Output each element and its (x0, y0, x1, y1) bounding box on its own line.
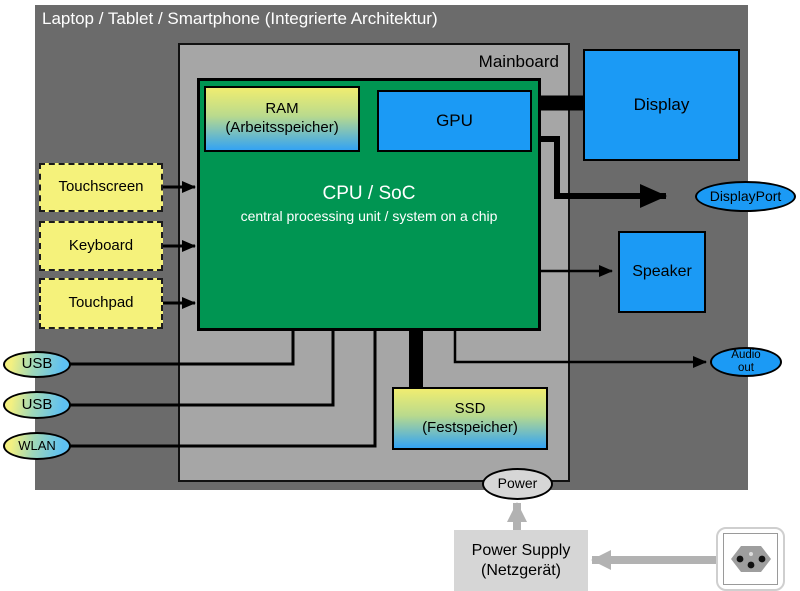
power-supply-line1: Power Supply (471, 541, 571, 559)
line-cpu-audioout (453, 331, 707, 368)
power-port: Power (482, 468, 553, 500)
touchpad-label: Touchpad (68, 294, 134, 312)
cpu-soc-text: CPU / SoC central processing unit / syst… (200, 183, 538, 224)
power-supply-box: Power Supply (Netzgerät) (454, 530, 588, 591)
ram-label-line1: RAM (265, 100, 299, 118)
usb-port-1: USB (3, 351, 71, 378)
usb-port-2: USB (3, 391, 71, 419)
cpu-title: CPU / SoC (322, 183, 416, 204)
outlet-faceplate (723, 533, 778, 585)
diagram-title: Laptop / Tablet / Smartphone (Integriert… (42, 9, 438, 28)
displayport-port: DisplayPort (695, 181, 796, 212)
wlan-label: WLAN (18, 437, 56, 453)
touchscreen-label: Touchscreen (58, 178, 144, 196)
power-label: Power (497, 475, 538, 492)
gpu-box: GPU (377, 90, 532, 152)
wall-outlet-icon (716, 527, 785, 591)
keyboard-box: Keyboard (39, 221, 163, 271)
ram-box: RAM (Arbeitsspeicher) (204, 86, 360, 152)
speaker-box: Speaker (618, 231, 706, 313)
audio-out-line1: Audio (731, 348, 761, 361)
display-label: Display (633, 95, 690, 115)
line-usb1-cpu (70, 331, 295, 366)
mainboard-label: Mainboard (478, 52, 559, 71)
touchscreen-box: Touchscreen (39, 163, 163, 212)
ssd-box: SSD (Festspeicher) (392, 387, 548, 450)
audio-out-line2: out (738, 362, 754, 374)
line-wlan-cpu (70, 331, 377, 448)
line-gpu-displayport (532, 136, 667, 208)
socket-icon (730, 546, 771, 572)
audio-out-port: Audio out (710, 347, 782, 377)
ssd-label-line1: SSD (454, 399, 486, 417)
ram-label-line2: (Arbeitsspeicher) (225, 119, 339, 136)
keyboard-label: Keyboard (68, 236, 134, 254)
usb2-label: USB (21, 395, 53, 413)
line-usb2-cpu (70, 331, 335, 407)
touchpad-box: Touchpad (39, 278, 163, 329)
cpu-subtitle: central processing unit / system on a ch… (240, 208, 498, 224)
gpu-label: GPU (436, 111, 473, 131)
speaker-label: Speaker (632, 263, 692, 280)
power-supply-line2: (Netzgerät) (480, 561, 562, 579)
ssd-label-line2: (Festspeicher) (422, 418, 518, 436)
display-box: Display (583, 49, 740, 161)
usb1-label: USB (21, 355, 53, 373)
wlan-port: WLAN (3, 432, 71, 460)
displayport-label: DisplayPort (709, 187, 782, 204)
